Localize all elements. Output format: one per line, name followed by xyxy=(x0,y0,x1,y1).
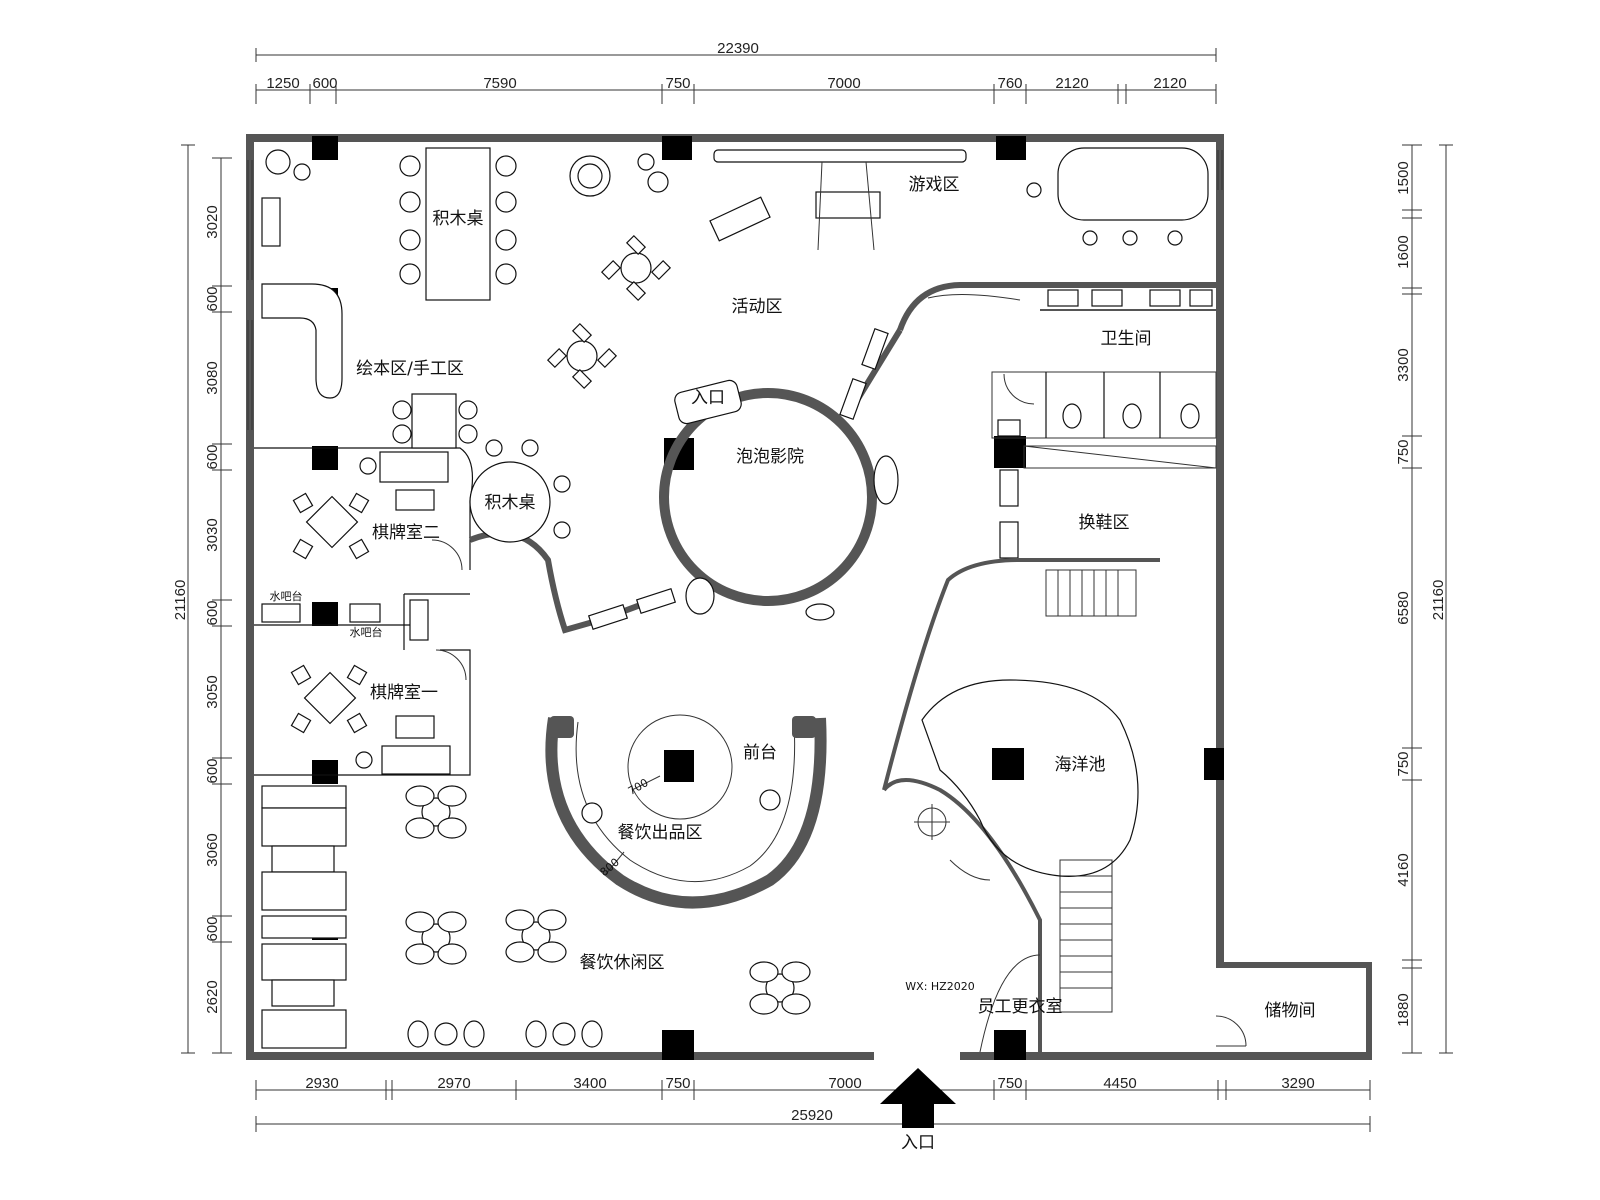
label-bubble-cinema: 泡泡影院 xyxy=(736,447,804,467)
label-dining-leisure-area: 餐饮休闲区 xyxy=(580,953,665,973)
dim-bottom-seg-3: 3400 xyxy=(573,1075,606,1092)
label-picture-book-area: 绘本区/手工区 xyxy=(356,359,464,379)
dim-top-seg-5: 7000 xyxy=(827,75,860,92)
chess-room-1-furniture xyxy=(290,649,467,775)
label-ocean-pool: 海洋池 xyxy=(1055,755,1106,775)
building-blocks-table-group xyxy=(399,147,517,301)
dim-bottom-seg-1: 2930 xyxy=(305,1075,338,1092)
ocean-pool xyxy=(914,679,1139,881)
dim-bottom-total: 25920 xyxy=(791,1107,833,1124)
dim-top-seg-8: 2120 xyxy=(1153,75,1186,92)
label-game-area: 游戏区 xyxy=(909,175,960,195)
dim-left-seg-7: 3050 xyxy=(204,675,221,708)
label-restroom: 卫生间 xyxy=(1101,329,1152,349)
dim-right-seg-4: 750 xyxy=(1395,439,1412,464)
dim-bottom-seg-7: 4450 xyxy=(1103,1075,1136,1092)
label-main-entrance: 入口 xyxy=(901,1133,935,1153)
building-blocks-table-2 xyxy=(469,439,571,543)
label-food-output-area: 餐饮出品区 xyxy=(618,823,703,843)
dim-top-seg-6: 760 xyxy=(997,75,1022,92)
dim-right-seg-8: 1880 xyxy=(1395,993,1412,1026)
dim-right-seg-1: 1500 xyxy=(1395,161,1412,194)
label-storage: 储物间 xyxy=(1265,1001,1316,1021)
dim-right-seg-7: 4160 xyxy=(1395,853,1412,886)
dim-top-seg-7: 2120 xyxy=(1055,75,1088,92)
dim-left-seg-5: 3030 xyxy=(204,518,221,551)
dim-left-seg-9: 3060 xyxy=(204,833,221,866)
bubble-cinema xyxy=(587,327,899,630)
label-watermark: WX: HZ2020 xyxy=(905,980,974,993)
dim-left-seg-1: 3020 xyxy=(204,205,221,238)
dim-left-seg-3: 3080 xyxy=(204,361,221,394)
restroom-fixtures xyxy=(927,289,1213,437)
dim-right-seg-3: 3300 xyxy=(1395,348,1412,381)
dining-leisure-tables xyxy=(261,785,811,1049)
activity-area-tables xyxy=(546,234,672,390)
label-building-blocks-table: 积木桌 xyxy=(433,209,484,229)
dim-top-seg-3: 7590 xyxy=(483,75,516,92)
dim-bottom-seg-4: 750 xyxy=(665,1075,690,1092)
front-desk xyxy=(545,714,827,909)
label-water-bar-1: 水吧台 xyxy=(270,589,303,603)
label-staff-locker: 员工更衣室 xyxy=(978,997,1063,1017)
dim-left-total: 21160 xyxy=(172,580,189,621)
dim-bottom-seg-6: 750 xyxy=(997,1075,1022,1092)
interior-walls xyxy=(254,282,1247,1053)
dim-top-seg-1: 1250 xyxy=(266,75,299,92)
dim-right-seg-5: 6580 xyxy=(1395,591,1412,624)
dim-bottom-seg-2: 2970 xyxy=(437,1075,470,1092)
label-building-blocks-table-2: 积木桌 xyxy=(485,493,536,513)
dim-left-seg-10: 600 xyxy=(204,916,221,941)
chess-room-2-furniture xyxy=(292,451,463,571)
label-chess-room-2: 棋牌室二 xyxy=(372,523,440,543)
dim-bottom-seg-8: 3290 xyxy=(1281,1075,1314,1092)
dim-left-seg-8: 600 xyxy=(204,758,221,783)
dim-right-seg-2: 1600 xyxy=(1395,235,1412,268)
entrance-arrow-icon xyxy=(880,1068,956,1128)
dim-left-seg-2: 600 xyxy=(204,286,221,311)
dim-top-seg-4: 750 xyxy=(665,75,690,92)
dim-top-total: 22390 xyxy=(717,40,759,57)
label-water-bar-2: 水吧台 xyxy=(350,625,383,639)
dimension-lines: 22390 1250 600 7590 750 7000 760 2120 21… xyxy=(172,40,1453,1132)
dim-left-seg-6: 600 xyxy=(204,600,221,625)
water-bars xyxy=(261,599,429,641)
label-activity-area: 活动区 xyxy=(732,297,783,317)
dim-left-seg-4: 600 xyxy=(204,444,221,469)
game-area-furniture xyxy=(265,147,1209,251)
picture-book-area-furniture xyxy=(261,197,478,449)
label-chess-room-1: 棋牌室一 xyxy=(370,683,438,703)
dim-right-total: 21160 xyxy=(1430,580,1447,621)
dim-bottom-seg-5: 7000 xyxy=(828,1075,861,1092)
dim-top-seg-2: 600 xyxy=(312,75,337,92)
label-front-desk: 前台 xyxy=(743,743,777,763)
outer-walls xyxy=(246,134,1372,1060)
label-inner-entrance: 入口 xyxy=(691,388,725,408)
label-shoe-change-area: 换鞋区 xyxy=(1079,513,1130,533)
dim-right-seg-6: 750 xyxy=(1395,751,1412,776)
dim-left-seg-11: 2620 xyxy=(204,980,221,1013)
